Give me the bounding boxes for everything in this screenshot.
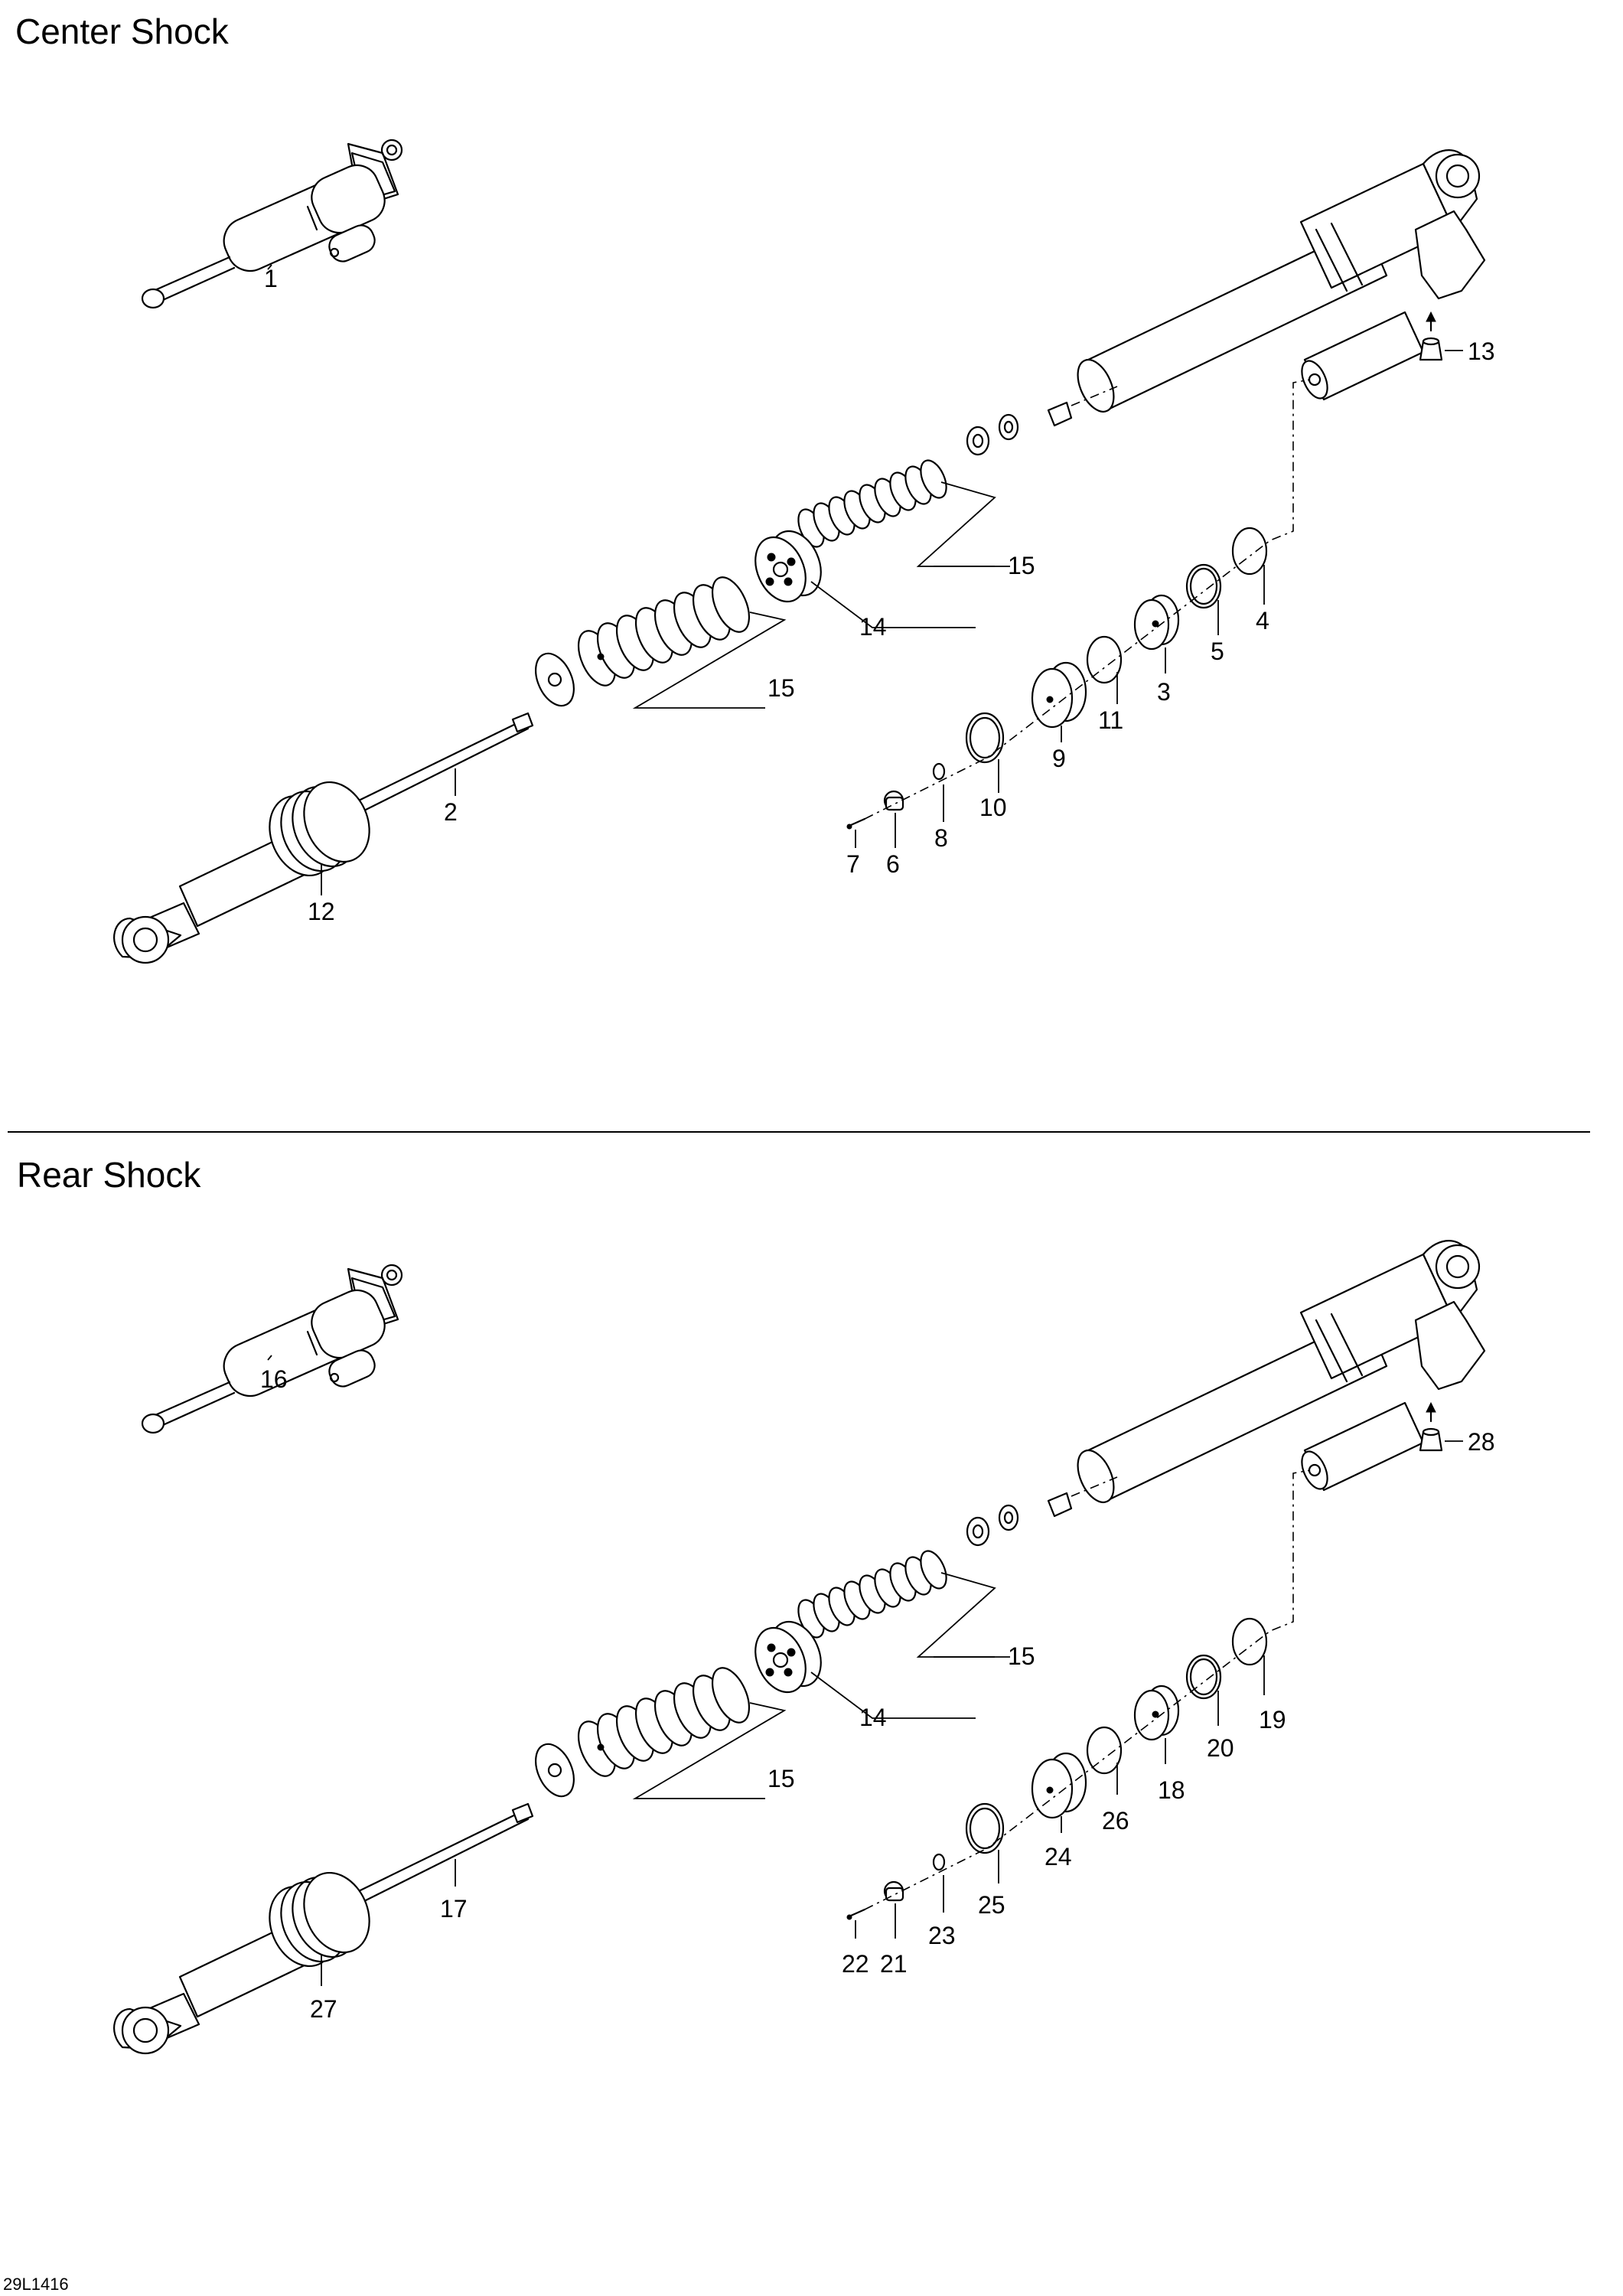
figure-code: 29L1416: [3, 2275, 69, 2294]
callout-4: 4: [1256, 607, 1269, 634]
callout-12: 12: [308, 898, 335, 925]
callout-21: 21: [880, 1950, 908, 1978]
section-divider: [8, 1131, 1590, 1133]
callout-24: 24: [1045, 1843, 1072, 1870]
callout-22: 22: [842, 1950, 869, 1978]
callout-13: 13: [1468, 338, 1495, 365]
callout-26: 26: [1102, 1807, 1129, 1835]
callout-9: 9: [1052, 745, 1066, 772]
callout-19: 19: [1259, 1706, 1286, 1733]
callout-28: 28: [1468, 1428, 1495, 1456]
callout-20: 20: [1207, 1734, 1234, 1762]
callout-2: 2: [444, 798, 458, 826]
callout-27: 27: [310, 1995, 337, 2023]
shock-assembly-thumbnail: [141, 1264, 403, 1434]
callout-1: 1: [264, 265, 278, 292]
callout-23: 23: [928, 1922, 956, 1949]
callout-10: 10: [979, 794, 1007, 821]
callout-15-small-spring: 15: [1008, 552, 1035, 579]
callout-15-large-spring: 15: [768, 674, 795, 702]
center-shock-exploded-view: [112, 149, 1486, 964]
callout-8: 8: [934, 824, 948, 852]
callout-14: 14: [859, 613, 887, 641]
callout-18: 18: [1158, 1776, 1185, 1804]
callout-16: 16: [260, 1365, 288, 1393]
callout-11: 11: [1098, 706, 1123, 734]
callout-3: 3: [1157, 678, 1171, 706]
callout-17: 17: [440, 1895, 468, 1923]
callout-7: 7: [846, 850, 860, 878]
callout-14-rear: 14: [859, 1704, 887, 1731]
callout-5: 5: [1211, 638, 1224, 665]
callout-6: 6: [886, 850, 900, 878]
section-title-center-shock: Center Shock: [15, 11, 229, 51]
section-title-rear-shock: Rear Shock: [17, 1155, 201, 1195]
callout-25: 25: [978, 1891, 1005, 1919]
callout-15-rear-large-spring: 15: [768, 1765, 795, 1792]
callout-15-rear-small-spring: 15: [1008, 1642, 1035, 1670]
